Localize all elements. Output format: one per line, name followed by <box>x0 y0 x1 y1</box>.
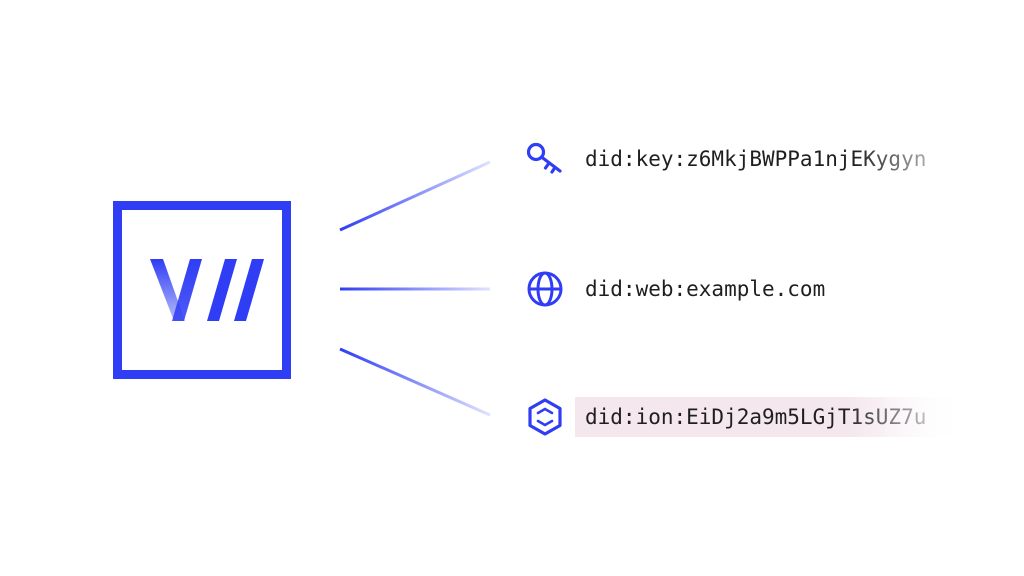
identifier-row-ion: did:ion:EiDj2a9m5LGjT1sUZ7u <box>525 395 970 439</box>
vii-logo <box>113 201 291 379</box>
identifier-row-web: did:web:example.com <box>525 267 970 311</box>
hexagon-icon <box>528 398 562 436</box>
did-ion-text: did:ion:EiDj2a9m5LGjT1sUZ7u <box>575 397 970 437</box>
identifier-row-key: did:key:z6MkjBWPPa1njEKygyn <box>525 137 970 181</box>
key-icon <box>526 142 562 174</box>
connector-line-ion <box>339 347 491 417</box>
did-key-text: did:key:z6MkjBWPPa1njEKygyn <box>585 147 927 171</box>
globe-icon <box>527 271 563 307</box>
did-web-text: did:web:example.com <box>585 277 826 301</box>
connector-line-key <box>339 160 491 232</box>
vii-logo-icon <box>150 259 264 321</box>
